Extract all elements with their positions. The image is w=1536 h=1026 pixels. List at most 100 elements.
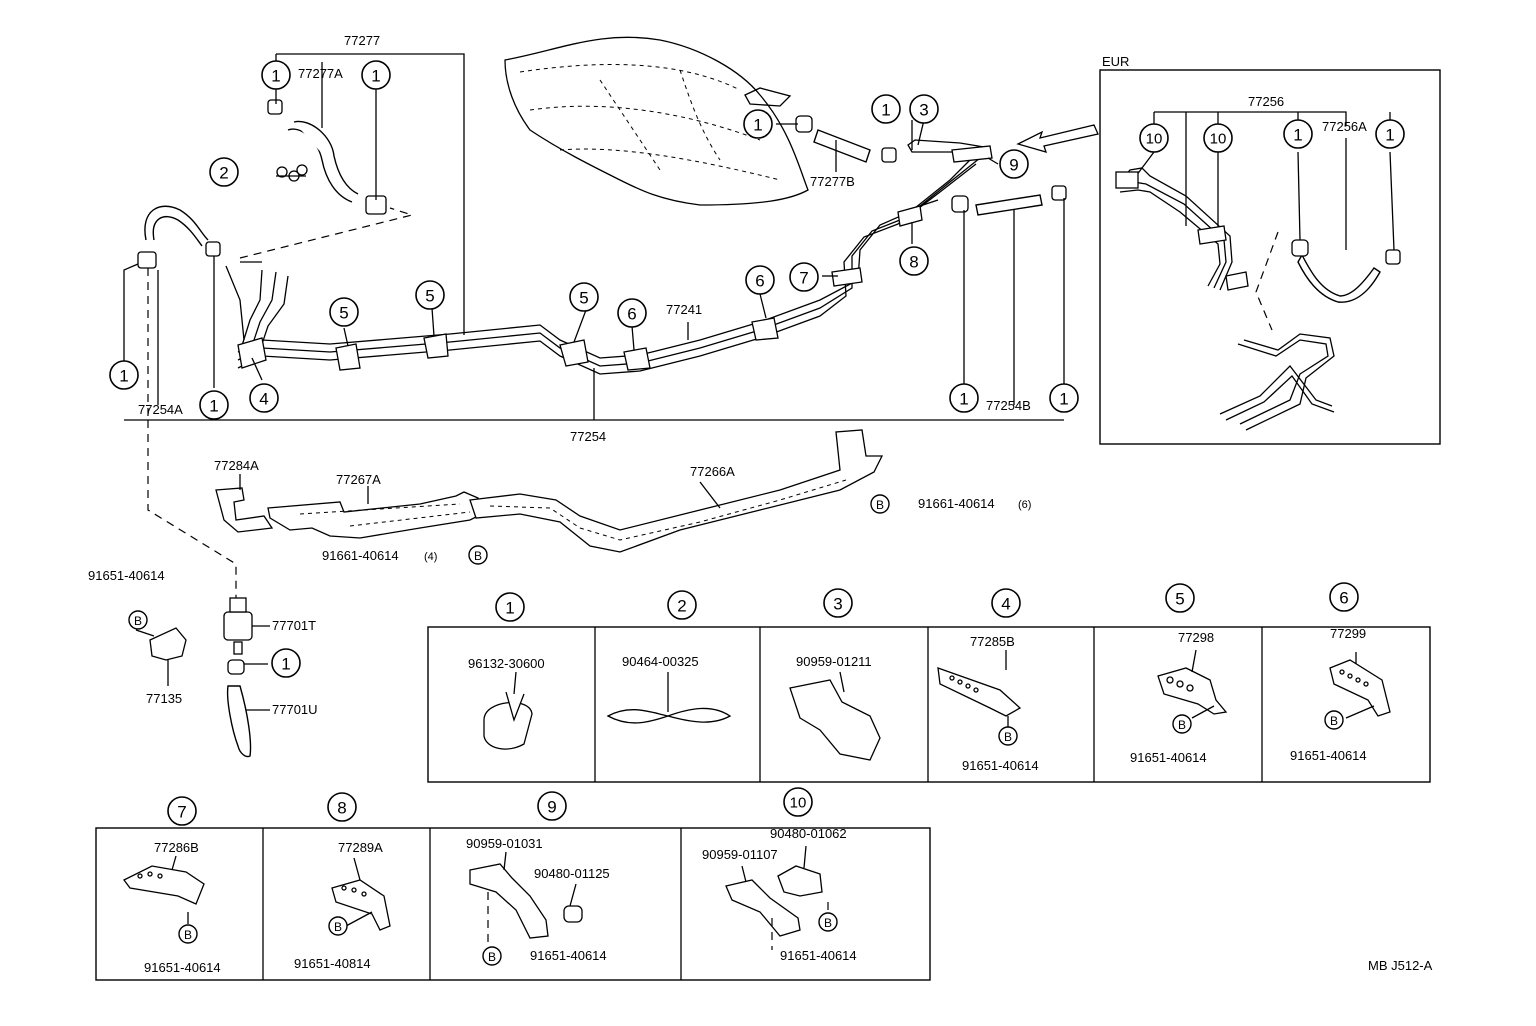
ref-marker-5: 5: [569, 282, 599, 312]
detail-table-row1: [427, 626, 1431, 783]
svg-text:6: 6: [627, 305, 636, 324]
label-bolt-b: 91661-40614: [322, 548, 399, 563]
svg-text:B: B: [488, 950, 496, 964]
arrow-icon: [1016, 124, 1099, 153]
label-77701U: 77701U: [272, 702, 318, 717]
svg-text:1: 1: [209, 397, 218, 416]
detail-10-part: 90959-01107: [702, 847, 778, 862]
svg-text:1: 1: [1385, 126, 1394, 145]
label-77284A: 77284A: [214, 458, 259, 473]
svg-text:B: B: [474, 549, 482, 563]
svg-text:B: B: [1004, 730, 1012, 744]
svg-text:B: B: [876, 498, 884, 512]
label-eur: EUR: [1102, 54, 1129, 69]
ref-marker-6: 6: [745, 265, 775, 295]
detail-5-part: 77298: [1178, 630, 1214, 645]
bolt-callout-b: B: [870, 494, 890, 514]
svg-text:1: 1: [959, 390, 968, 409]
ref-marker-3: 3: [909, 94, 939, 124]
pipe-clamps: [237, 145, 993, 371]
svg-text:B: B: [334, 920, 342, 934]
svg-text:1: 1: [371, 67, 380, 86]
svg-text:4: 4: [259, 390, 268, 409]
svg-text:8: 8: [337, 799, 346, 818]
clamp-2: [276, 164, 308, 182]
svg-text:6: 6: [1339, 589, 1348, 608]
svg-text:8: 8: [909, 253, 918, 272]
ref-marker-1: 1: [1375, 119, 1405, 149]
svg-text:5: 5: [579, 289, 588, 308]
ref-marker-1: 1: [361, 60, 391, 90]
detail-6-bolt: 91651-40614: [1290, 748, 1367, 763]
ref-marker-1: 1: [109, 360, 139, 390]
fuel-tank: [504, 36, 809, 206]
svg-text:1: 1: [1059, 390, 1068, 409]
ref-marker-1: 1: [199, 390, 229, 420]
label-77267A: 77267A: [336, 472, 381, 487]
label-77135: 77135: [146, 691, 182, 706]
hose-77254B: [951, 185, 1067, 216]
ref-marker-10: 10: [783, 787, 813, 817]
svg-text:1: 1: [1293, 126, 1302, 145]
bolt-callout-b: B: [998, 726, 1018, 746]
diagram-code: MB J512-A: [1368, 958, 1433, 973]
svg-text:9: 9: [1009, 156, 1018, 175]
svg-text:1: 1: [505, 599, 514, 618]
svg-text:3: 3: [833, 595, 842, 614]
label-bolt-c: 91651-40614: [88, 568, 165, 583]
svg-text:B: B: [824, 916, 832, 930]
ref-marker-6: 6: [1329, 582, 1359, 612]
svg-text:1: 1: [753, 116, 762, 135]
ref-marker-2: 2: [667, 590, 697, 620]
ref-marker-1: 1: [743, 109, 773, 139]
label-bolt-a-qty: (6): [1018, 499, 1031, 511]
ref-marker-1: 1: [495, 592, 525, 622]
detail-8-part: 77289A: [338, 840, 383, 855]
ref-marker-10: 10: [1139, 123, 1169, 153]
protector-77266A: [469, 429, 884, 553]
svg-text:7: 7: [177, 803, 186, 822]
svg-text:6: 6: [755, 272, 764, 291]
detail-8-bolt: 91651-40814: [294, 956, 371, 971]
fuel-pipe-bundle-77254: [225, 149, 981, 375]
label-77277B: 77277B: [810, 174, 855, 189]
svg-text:B: B: [1178, 718, 1186, 732]
svg-text:B: B: [184, 928, 192, 942]
svg-text:1: 1: [281, 655, 290, 674]
detail-2-part: 90464-00325: [622, 654, 699, 669]
label-77241: 77241: [666, 302, 702, 317]
ref-marker-6: 6: [617, 298, 647, 328]
filter-assembly: [135, 420, 270, 758]
svg-text:10: 10: [1210, 131, 1227, 148]
ref-marker-7: 7: [789, 262, 819, 292]
bolt-callout-b: B: [468, 545, 488, 565]
ref-marker-1: 1: [1049, 383, 1079, 413]
ref-marker-1: 1: [261, 60, 291, 90]
bolt-callout-b: B: [128, 610, 148, 630]
svg-text:5: 5: [1175, 590, 1184, 609]
svg-text:10: 10: [790, 795, 807, 812]
ref-marker-8: 8: [899, 246, 929, 276]
detail-1-part: 96132-30600: [468, 656, 545, 671]
hose-77254A: [137, 205, 221, 269]
detail-9-part: 90959-01031: [466, 836, 543, 851]
svg-text:4: 4: [1001, 595, 1010, 614]
label-77701T: 77701T: [272, 618, 316, 633]
label-77277: 77277: [344, 33, 380, 48]
detail-9-part2: 90480-01125: [534, 866, 610, 881]
detail-5-bolt: 91651-40614: [1130, 750, 1207, 765]
bolt-callout-b: B: [482, 946, 502, 966]
ref-marker-2: 2: [209, 157, 239, 187]
detail-table-row2: [95, 827, 931, 981]
hose-77277A: [267, 99, 387, 215]
bolt-callout-b: B: [818, 912, 838, 932]
detail-6-part: 77299: [1330, 626, 1366, 641]
ref-marker-5: 5: [1165, 583, 1195, 613]
eur-inset: [1099, 69, 1441, 445]
svg-text:7: 7: [799, 269, 808, 288]
detail-10-part2: 90480-01062: [770, 826, 847, 841]
detail-7-bolt: 91651-40614: [144, 960, 221, 975]
ref-marker-7: 7: [167, 796, 197, 826]
